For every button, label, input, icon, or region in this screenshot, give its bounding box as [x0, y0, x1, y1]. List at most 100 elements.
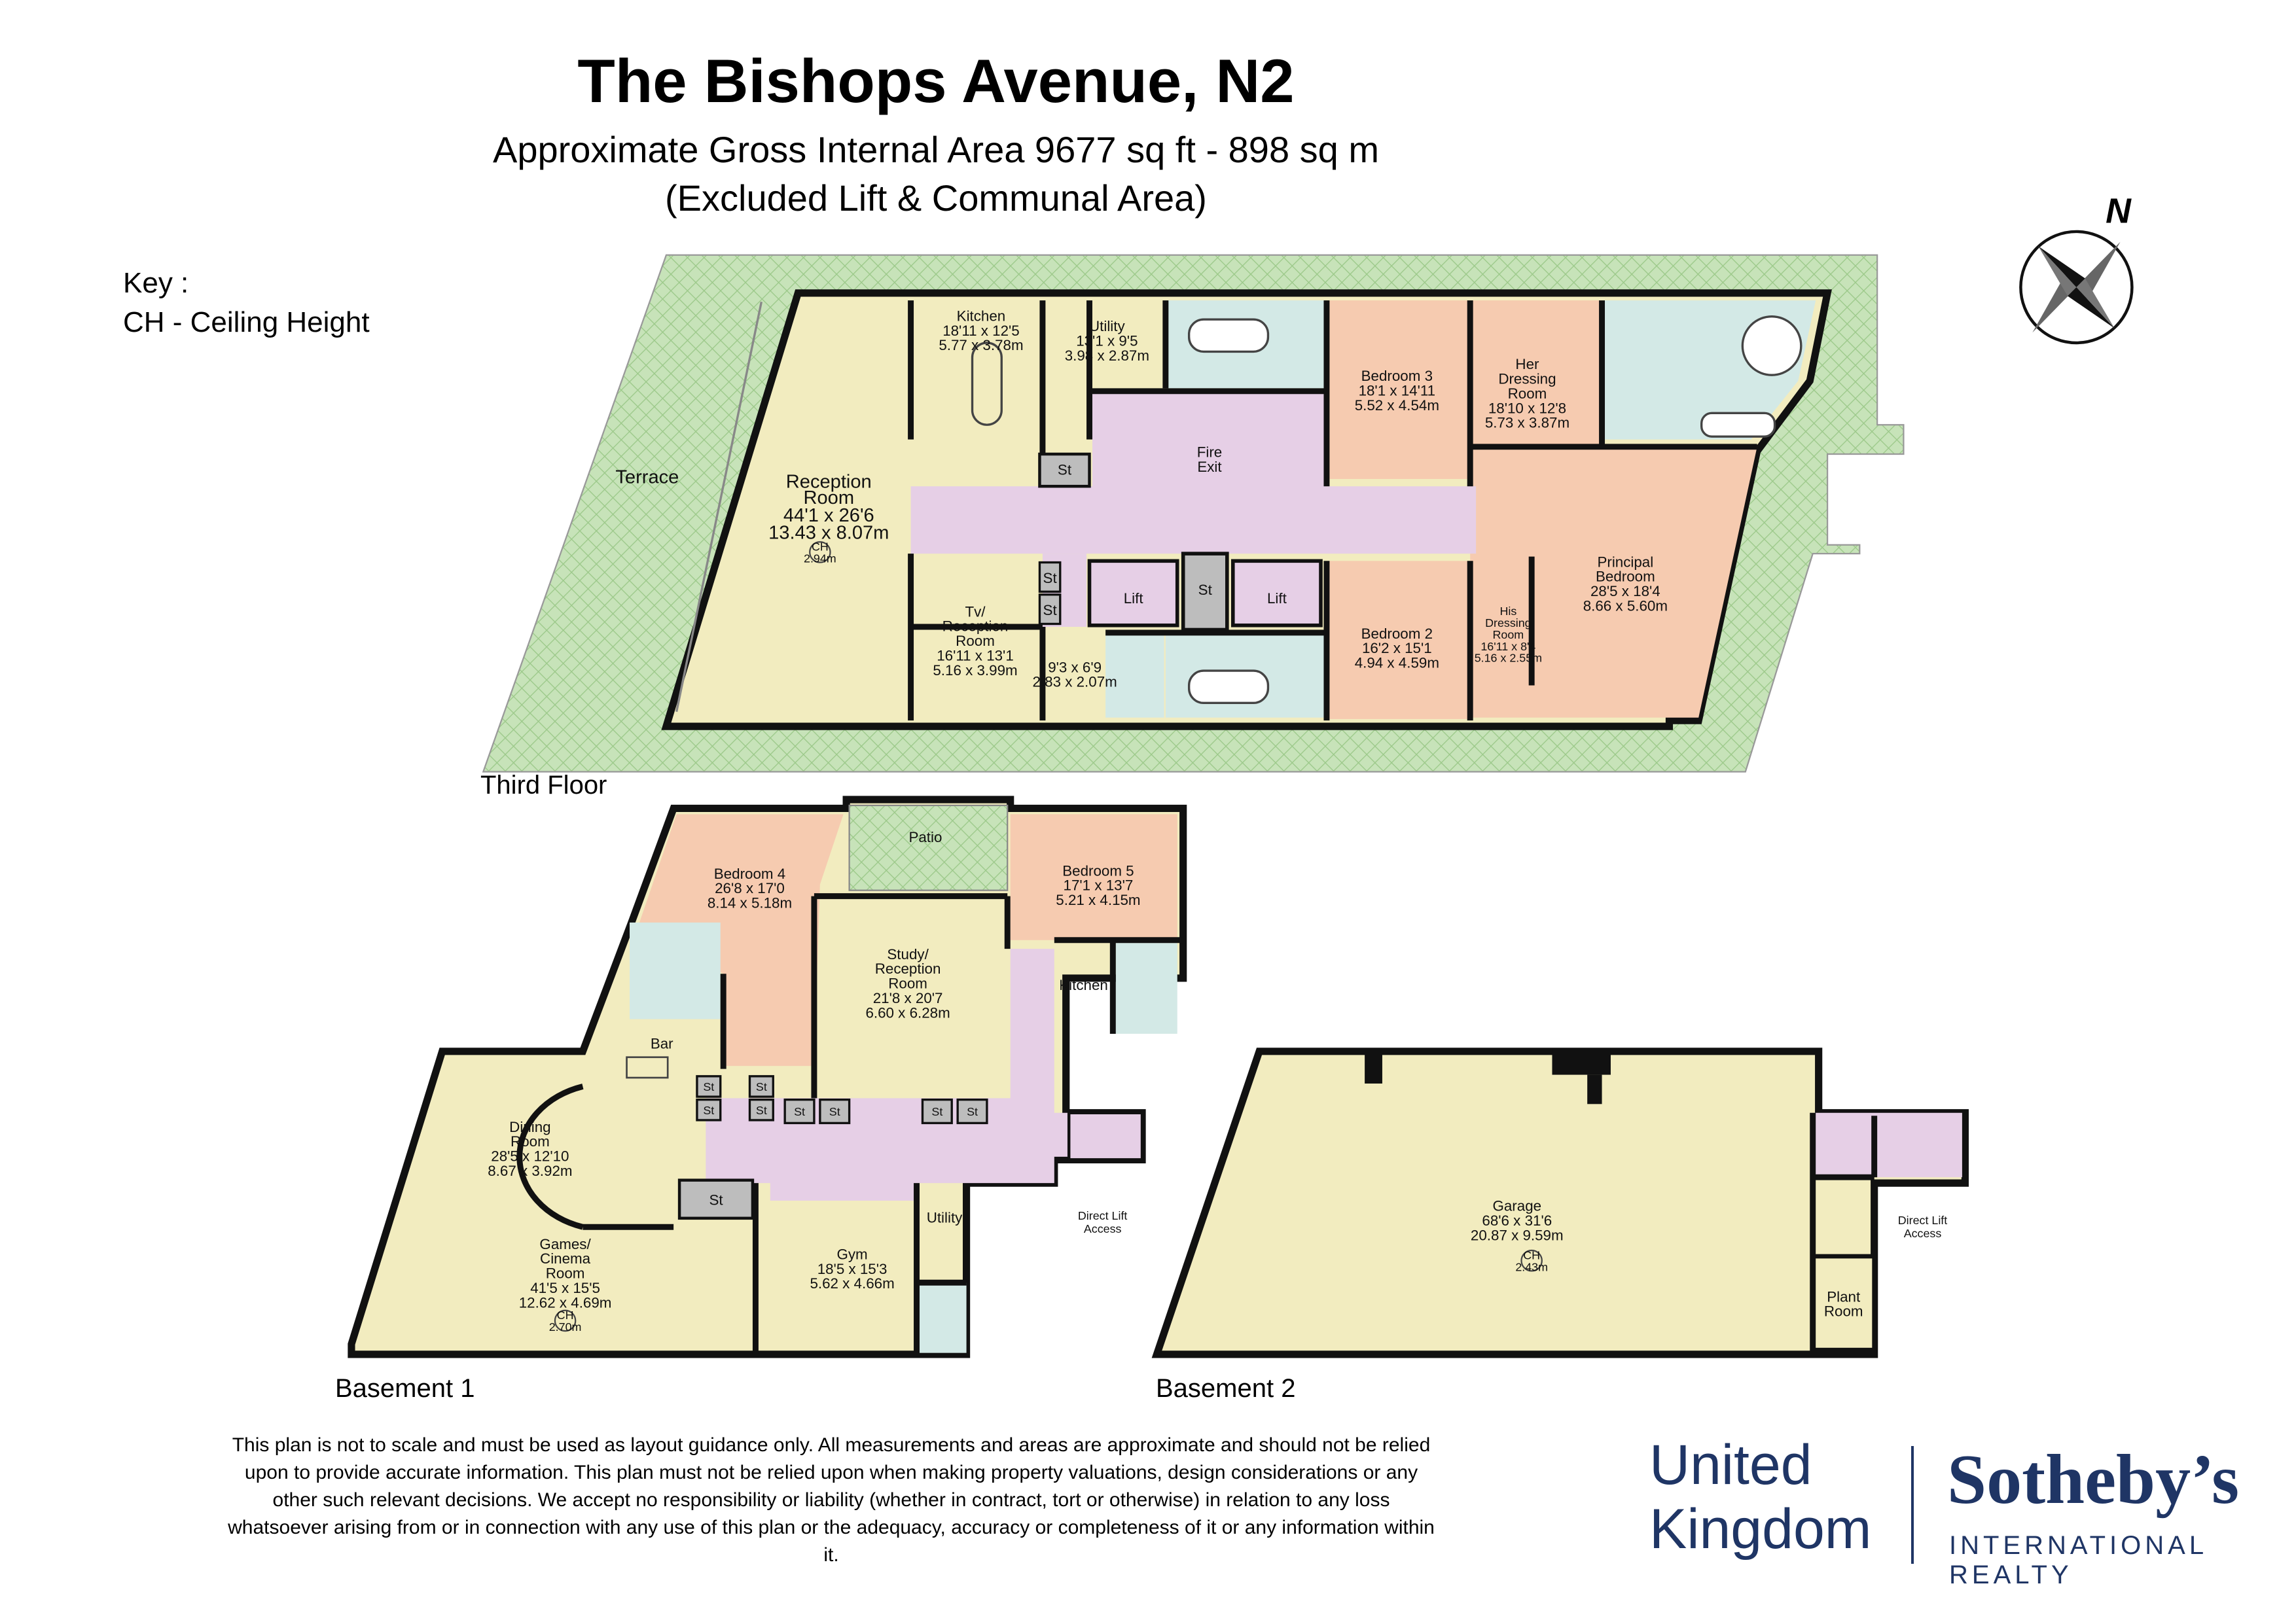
brand-sothebys: Sotheby’s	[1947, 1441, 2240, 1519]
fire-exit-lobby	[1092, 391, 1327, 491]
bath-tub-1	[1187, 318, 1270, 353]
gym-lobby	[770, 1180, 917, 1201]
hallway-basement-1	[706, 949, 1143, 1184]
label-small-room-imperial: 9'3 x 6'9	[1048, 659, 1102, 675]
label-tv-2: Reception	[942, 618, 1009, 635]
hallway-third-floor	[910, 486, 1477, 554]
label-study-3: Room	[888, 976, 927, 992]
key-ceiling-height: CH - Ceiling Height	[123, 306, 370, 338]
label-her-dressing-imperial: 18'10 x 12'8	[1488, 400, 1566, 416]
basement-2-plan: Garage 68'6 x 31'6 20.87 x 9.59m CH 2.43…	[1151, 1048, 1969, 1358]
floor-label-basement-1: Basement 1	[335, 1374, 475, 1403]
label-store-b1: St	[709, 1192, 723, 1209]
label-lift-1: Lift	[1124, 590, 1144, 607]
room-shower-bed5	[1115, 943, 1177, 1034]
label-kitchen-metric: 5.77 x 3.78m	[939, 337, 1023, 353]
label-her-dressing-2: Dressing	[1498, 371, 1556, 387]
label-his-dressing-2: Dressing	[1485, 616, 1532, 629]
label-store-b1-c: St	[756, 1080, 767, 1093]
room-bedroom-2	[1329, 561, 1471, 719]
label-garage-metric: 20.87 x 9.59m	[1471, 1227, 1564, 1243]
label-tv-imperial: 16'11 x 13'1	[937, 647, 1014, 663]
label-tv-3: Room	[956, 633, 995, 649]
label-study-metric: 6.60 x 6.28m	[865, 1004, 950, 1021]
key-heading: Key :	[123, 267, 189, 299]
label-utility-metric: 3.98 x 2.87m	[1065, 347, 1149, 364]
label-study-2: Reception	[875, 961, 941, 977]
label-store-b1-e: St	[794, 1105, 805, 1118]
label-reception-name: Reception	[786, 471, 872, 492]
store-1	[1038, 452, 1091, 488]
label-garage-imperial: 68'6 x 31'6	[1482, 1212, 1552, 1229]
label-his-dressing-3: Room	[1493, 628, 1524, 641]
label-garage-name: Garage	[1492, 1198, 1541, 1214]
label-study-1: Study/	[887, 946, 929, 962]
label-games-metric: 12.62 x 4.69m	[519, 1294, 612, 1311]
third-floor-plan: Terrace Reception Room 44'1 x 26'6 13.43…	[482, 254, 1905, 773]
patio-area	[848, 804, 1009, 891]
room-bedroom-5	[1010, 814, 1177, 940]
bath-tub-3	[1700, 412, 1776, 438]
label-bedroom-2-imperial: 16'2 x 15'1	[1362, 640, 1432, 656]
label-bedroom-5-metric: 5.21 x 4.15m	[1056, 892, 1140, 908]
label-utility-b1: Utility	[927, 1210, 963, 1226]
compass-north-label: N	[2106, 192, 2132, 231]
bar-counter	[626, 1056, 669, 1079]
label-gym-metric: 5.62 x 4.66m	[810, 1275, 894, 1292]
label-terrace: Terrace	[615, 467, 679, 488]
label-her-dressing-metric: 5.73 x 3.87m	[1485, 415, 1570, 431]
store-3	[1038, 593, 1062, 626]
label-principal-imperial: 28'5 x 18'4	[1590, 583, 1660, 599]
room-bedroom-3	[1329, 300, 1471, 480]
label-dining-2: Room	[511, 1133, 550, 1150]
label-bedroom-5-imperial: 17'1 x 13'7	[1064, 877, 1134, 894]
label-garage-ch: CH	[1523, 1248, 1540, 1262]
label-reception-imperial: 44'1 x 26'6	[783, 505, 874, 526]
label-store-b1-f: St	[829, 1105, 840, 1118]
brand-kingdom: Kingdom	[1649, 1498, 1872, 1561]
basement-1-plan: Patio Bedroom 4 26'8 x 17'0 8.14 x 5.18m…	[348, 796, 1187, 1358]
floor-label-basement-2: Basement 2	[1156, 1374, 1296, 1403]
label-store-b1-h: St	[967, 1105, 978, 1118]
label-his-dressing-1: His	[1499, 605, 1516, 618]
label-games-imperial: 41'5 x 15'5	[530, 1280, 600, 1296]
bath-tub-2	[1187, 669, 1270, 705]
label-bedroom-3-name: Bedroom 3	[1361, 368, 1433, 384]
label-gym-imperial: 18'5 x 15'3	[817, 1261, 888, 1277]
label-games-ch-value: 2.70m	[549, 1320, 582, 1333]
gross-area-line: Approximate Gross Internal Area 9677 sq …	[492, 129, 1379, 170]
brand-divider	[1911, 1446, 1914, 1564]
brand-international-realty: INTERNATIONAL REALTY	[1949, 1531, 2207, 1589]
room-bath-bed4	[630, 922, 721, 1019]
label-dining-imperial: 28'5 x 12'10	[491, 1148, 569, 1165]
label-kitchen-imperial: 18'11 x 12'5	[942, 323, 1020, 339]
label-store-b1-d: St	[756, 1104, 767, 1117]
lift-1	[1087, 559, 1179, 627]
label-plant-2: Room	[1824, 1303, 1863, 1320]
label-tv-1: Tv/	[965, 603, 986, 620]
label-store-core: St	[1198, 582, 1213, 598]
label-his-dressing-imperial: 16'11 x 8'4	[1480, 640, 1535, 653]
room-bedroom-4	[638, 814, 844, 1067]
label-patio: Patio	[908, 829, 942, 845]
label-principal-1: Principal	[1597, 554, 1653, 570]
lift-lobby-b1	[1067, 1111, 1144, 1161]
label-store-b1-a: St	[703, 1080, 714, 1093]
dining-room-curve	[516, 1084, 584, 1230]
label-utility-name: Utility	[1089, 318, 1125, 334]
label-dining-metric: 8.67 x 3.92m	[488, 1163, 572, 1179]
label-bar: Bar	[651, 1035, 673, 1051]
label-lift-2: Lift	[1267, 590, 1287, 607]
lift-lobby-b2	[1812, 1112, 1962, 1178]
store-core	[1181, 552, 1229, 632]
label-her-dressing-3: Room	[1508, 385, 1547, 402]
label-bedroom-3-imperial: 18'1 x 14'11	[1359, 383, 1436, 399]
lift-2	[1230, 559, 1323, 627]
label-gym-name: Gym	[836, 1246, 867, 1262]
label-games-ch: CH	[557, 1309, 574, 1322]
label-reception-ch-value: 2.94m	[804, 552, 836, 565]
compass-rose-icon: N	[2019, 192, 2134, 345]
label-tv-metric: 5.16 x 3.99m	[933, 662, 1017, 679]
label-garage-ch-value: 2.43m	[1515, 1260, 1548, 1273]
